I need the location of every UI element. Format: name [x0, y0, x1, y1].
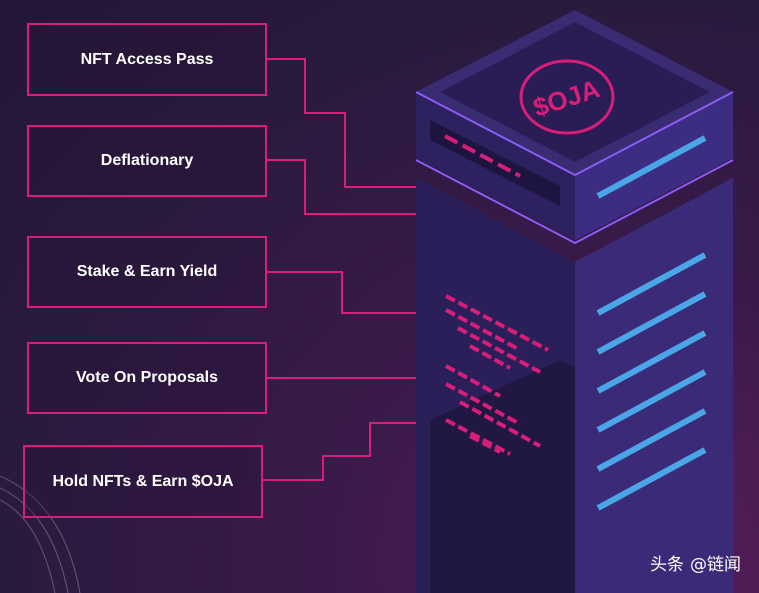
arcs-decoration-icon [0, 475, 81, 593]
feature-label: Deflationary [100, 152, 194, 169]
feature-label: Vote On Proposals [76, 369, 218, 386]
watermark-source: 头条 [650, 555, 684, 575]
watermark-handle: @链闻 [690, 555, 741, 575]
watermark: 头条 @链闻 [650, 550, 741, 575]
server-tower-icon [415, 10, 734, 593]
feature-label: NFT Access Pass [80, 50, 214, 68]
connector-nft-access [267, 58, 416, 188]
feature-deflationary: Deflationary [27, 125, 267, 197]
feature-label: Stake & Earn Yield [76, 263, 218, 280]
connector-hold [263, 422, 416, 481]
feature-nft-access-pass: NFT Access Pass [27, 23, 267, 96]
feature-vote-on-proposals: Vote On Proposals [27, 342, 267, 414]
oja-coin-logo-icon [519, 59, 615, 135]
feature-stake-earn-yield: Stake & Earn Yield [27, 236, 267, 308]
feature-hold-nfts-earn-oja: Hold NFTs & Earn $OJA [23, 445, 263, 518]
connector-deflationary [267, 159, 416, 215]
connector-stake [267, 271, 416, 314]
feature-label: Hold NFTs & Earn $OJA [52, 472, 234, 490]
connector-lines [263, 58, 416, 481]
